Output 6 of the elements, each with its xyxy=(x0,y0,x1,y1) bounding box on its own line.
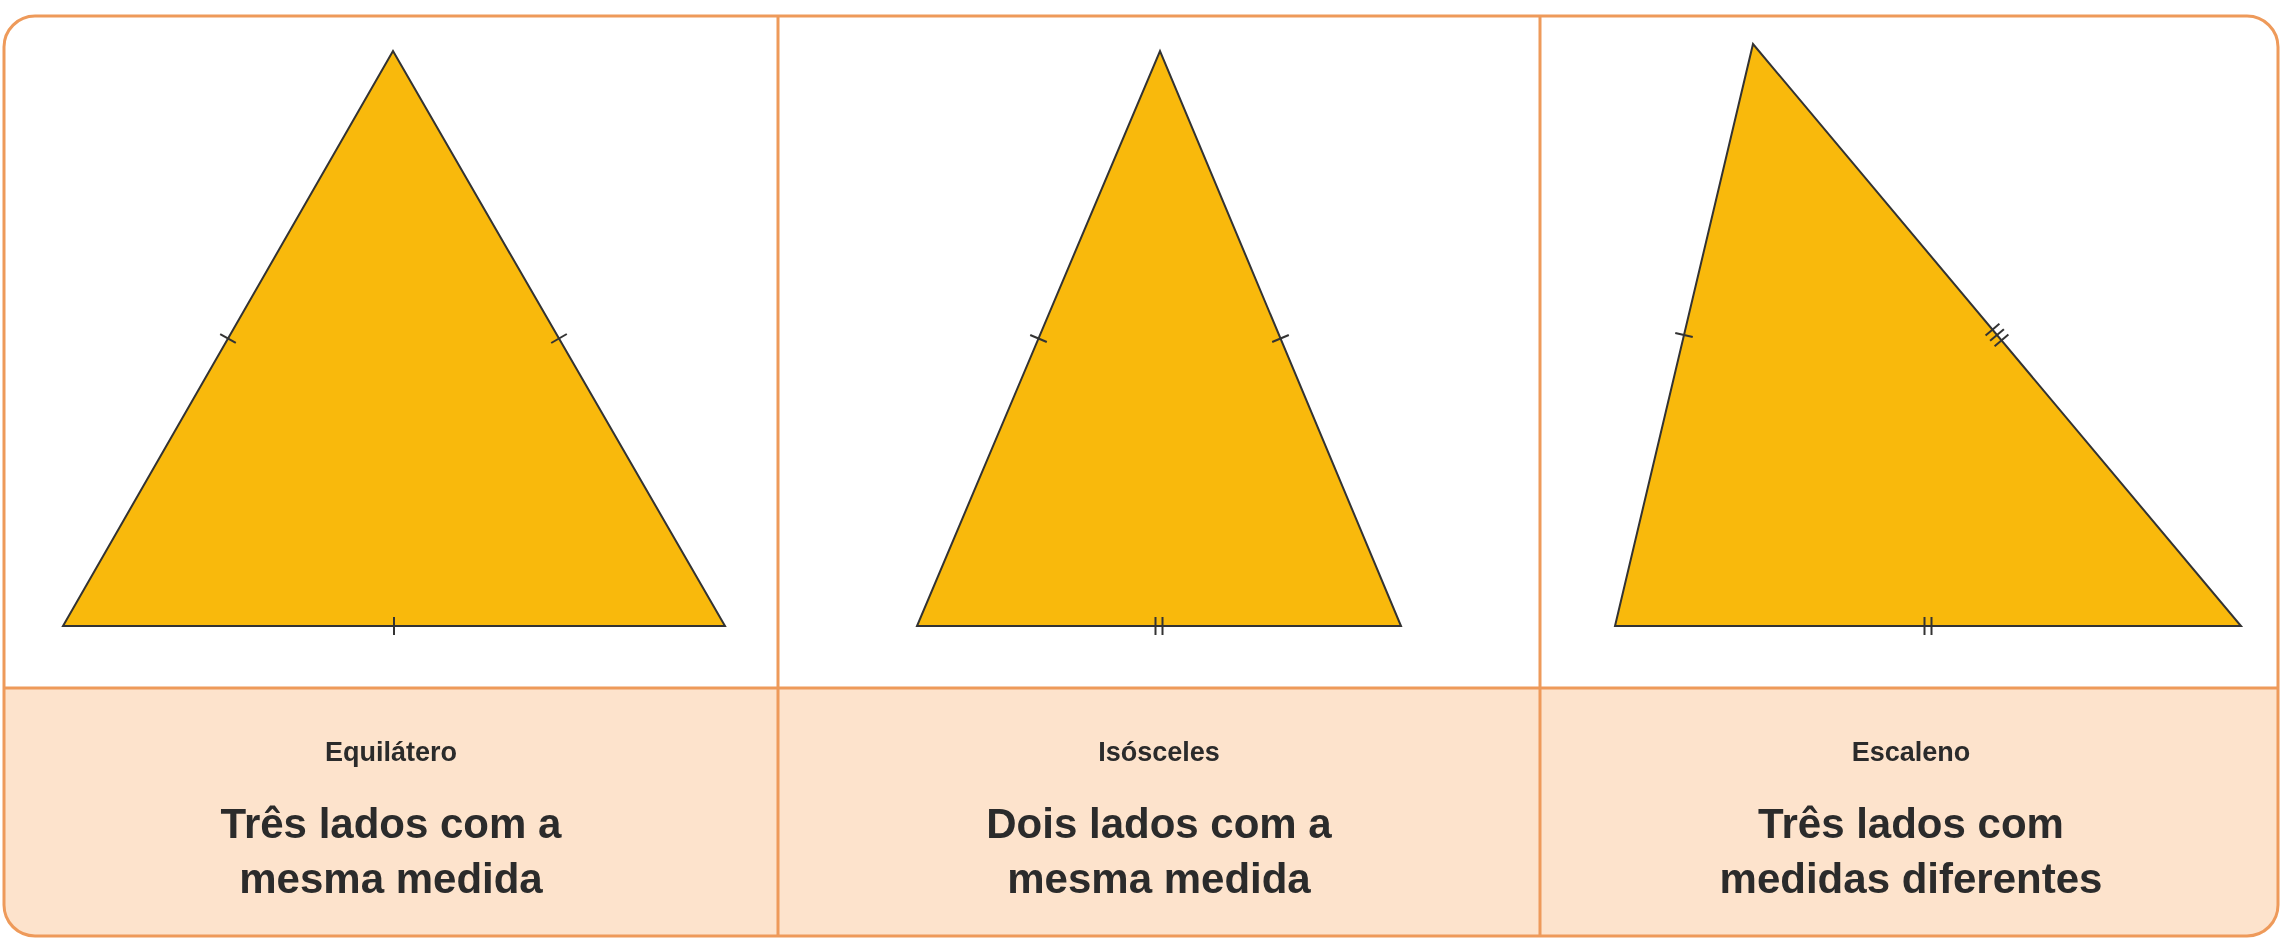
triangle-name: Escaleno xyxy=(1851,737,1971,768)
triangle-name: Isósceles xyxy=(1098,737,1220,768)
description-text: Três lados com a mesma medida xyxy=(219,799,563,904)
description-text: Dois lados com a mesma medida xyxy=(985,799,1333,904)
description-text: Três lados com medidas diferentes xyxy=(1718,799,2104,904)
triangle-name: Equilátero xyxy=(325,737,457,768)
